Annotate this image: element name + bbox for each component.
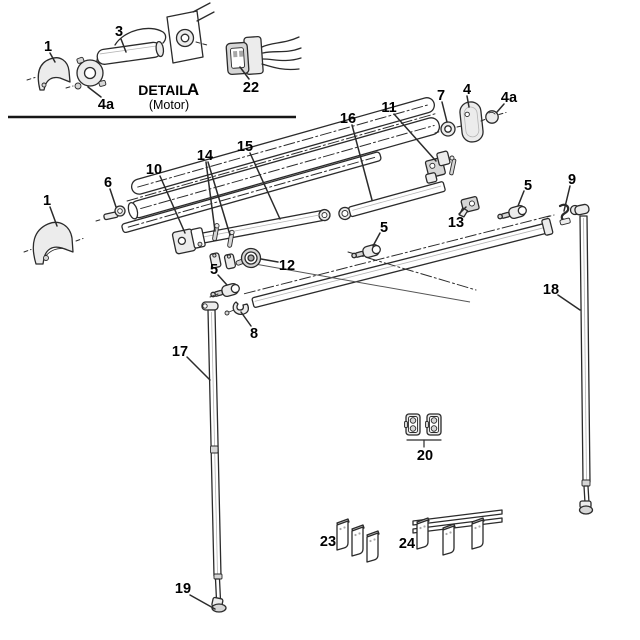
part-label-5-left: 5 — [210, 262, 218, 278]
bracket-11 — [424, 150, 457, 184]
part-label-12: 12 — [279, 258, 295, 274]
detail-a-section: 1 3 4a 22 DETAIL A (Motor) — [8, 2, 302, 119]
part-label-8: 8 — [250, 326, 258, 342]
switch-22 — [225, 35, 264, 76]
hook-9 — [546, 203, 571, 226]
part-label-22-detail: 22 — [243, 80, 259, 96]
detail-title: DETAIL — [138, 82, 188, 98]
part-label-24: 24 — [399, 536, 415, 552]
part-label-5-right: 5 — [524, 178, 532, 194]
front-bar-end-flange — [541, 217, 554, 236]
front-bar — [243, 214, 554, 308]
roller-tube-opening — [127, 202, 139, 220]
part-label-17: 17 — [172, 344, 188, 360]
part-label-4: 4 — [463, 82, 471, 98]
leader-lines — [49, 95, 581, 610]
part-label-4a-main: 4a — [501, 90, 518, 106]
detail-leader-lines — [49, 38, 250, 98]
part-label-19: 19 — [175, 581, 191, 597]
centerline-latch — [347, 251, 477, 291]
part-label-4a-detail: 4a — [98, 97, 115, 113]
clips-20 — [403, 413, 442, 448]
pull-cord — [254, 263, 471, 303]
pole-18-top-fitting — [574, 203, 590, 216]
pole-foot-19 — [211, 596, 227, 613]
part-label-1-main: 1 — [43, 193, 51, 209]
part-label-6: 6 — [104, 175, 112, 191]
pulley-12 — [235, 247, 262, 269]
part-label-7: 7 — [437, 88, 445, 104]
cam-latch-5-right — [495, 203, 529, 224]
part-label-1-detail: 1 — [44, 39, 52, 55]
motor-tube — [96, 40, 165, 65]
bracket-set-24 — [412, 509, 503, 556]
part-label-14: 14 — [197, 148, 213, 164]
cap-4a — [480, 110, 507, 124]
part-label-11: 11 — [381, 100, 396, 116]
chain-links — [209, 252, 237, 270]
switch-wires — [261, 36, 302, 71]
part-label-3-detail: 3 — [115, 24, 123, 40]
part-label-20: 20 — [417, 448, 433, 464]
cover-4 — [459, 101, 484, 143]
bracket-8 — [209, 293, 250, 316]
support-pole-18 — [569, 203, 594, 515]
detail-subtitle: (Motor) — [149, 98, 189, 112]
cam-latch-5-left — [208, 281, 242, 302]
bracket-10 — [171, 227, 206, 255]
part-label-5-center: 5 — [380, 220, 388, 236]
end-cap-detail — [26, 57, 71, 91]
part-label-9: 9 — [568, 172, 576, 188]
bolt-6 — [95, 205, 126, 222]
cam-latch-5-center — [349, 242, 383, 263]
detail-title-letter: A — [187, 80, 199, 99]
part-label-16: 16 — [340, 111, 356, 127]
drive-hub-7 — [434, 121, 465, 137]
part-label-15: 15 — [237, 139, 253, 155]
part-label-13: 13 — [448, 215, 464, 231]
part-label-10: 10 — [146, 162, 162, 178]
torsion-tube-16 — [338, 181, 446, 221]
motor-cable — [114, 27, 167, 46]
support-pole-17 — [201, 301, 223, 601]
part-label-23: 23 — [320, 534, 336, 550]
rivets-14 — [212, 223, 235, 248]
end-cap-1 — [23, 221, 84, 265]
part-label-18: 18 — [543, 282, 559, 298]
bracket-set-23 — [336, 518, 380, 563]
motor-mount-bracket — [166, 2, 215, 64]
